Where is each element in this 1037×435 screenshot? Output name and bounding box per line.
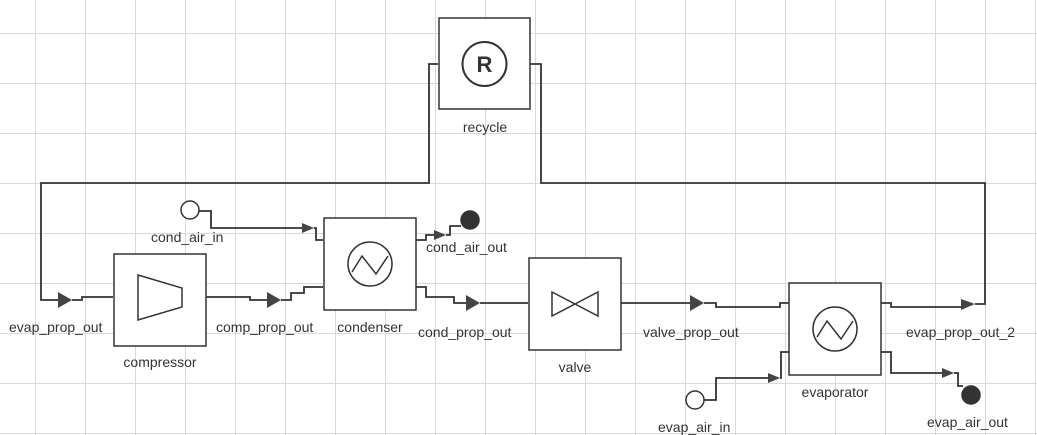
valve-to-evaporator-pipe[interactable] xyxy=(704,302,789,308)
recycle-symbol: R xyxy=(477,52,493,77)
valve-label: valve xyxy=(559,359,592,375)
cond-air-in-port[interactable] xyxy=(180,200,200,220)
evaporator-unit[interactable] xyxy=(788,282,882,376)
evaporator-label: evaporator xyxy=(802,384,869,400)
evap-air-in-pipe[interactable] xyxy=(704,377,768,401)
evap-air-out-arrow[interactable] xyxy=(942,368,954,378)
valve-prop-out-arrow[interactable] xyxy=(690,295,704,311)
evap-air-out-label: evap_air_out xyxy=(927,414,1008,430)
recycle-label: recycle xyxy=(463,119,508,135)
evap-air-in-arrow[interactable] xyxy=(768,373,780,383)
recycle-loop-left-pipe[interactable] xyxy=(40,63,438,301)
cond-air-out-arrow[interactable] xyxy=(434,230,446,240)
heat-exchanger-icon xyxy=(347,241,393,287)
evap-air-out-connector[interactable] xyxy=(954,372,963,387)
cond-prop-out-arrow[interactable] xyxy=(466,295,480,311)
evap-prop-out-2-pipe[interactable] xyxy=(881,302,961,308)
comp-to-condenser-pipe[interactable] xyxy=(281,286,323,301)
condenser-unit[interactable] xyxy=(323,217,417,311)
cond-air-out-label: cond_air_out xyxy=(426,239,507,255)
valve-prop-out-label: valve_prop_out xyxy=(643,324,739,340)
cond-air-out-pipe[interactable] xyxy=(416,234,434,241)
compressor-unit[interactable] xyxy=(113,253,207,347)
evap-air-in-port[interactable] xyxy=(685,390,705,410)
recycle-icon xyxy=(461,41,508,87)
evap-prop-out-arrow[interactable] xyxy=(58,292,72,308)
evap-prop-out-2-arrow[interactable] xyxy=(961,299,975,310)
compressor-label: compressor xyxy=(123,354,196,370)
evap-air-in-label: evap_air_in xyxy=(658,419,730,435)
cond-air-in-arrow[interactable] xyxy=(302,223,314,233)
recycle-loop-right-pipe[interactable] xyxy=(530,63,986,305)
evap-air-in-connector[interactable] xyxy=(780,351,789,379)
compressor-icon xyxy=(137,273,183,322)
recycle-unit[interactable]: R xyxy=(438,17,531,110)
cond-prop-out-label: cond_prop_out xyxy=(418,324,512,340)
evap-air-out-pipe[interactable] xyxy=(881,351,942,374)
heat-exchanger-icon xyxy=(812,306,858,352)
evap-prop-out-label: evap_prop_out xyxy=(9,319,103,335)
cond-air-in-pipe[interactable] xyxy=(199,210,302,229)
valve-icon xyxy=(551,290,599,318)
cond-air-out-connector[interactable] xyxy=(446,225,461,236)
valve-unit[interactable] xyxy=(528,257,622,351)
evap-air-out-port[interactable] xyxy=(961,385,981,405)
cond-air-out-port[interactable] xyxy=(460,210,480,230)
evap-prop-out-2-label: evap_prop_out_2 xyxy=(906,324,1015,340)
cond-air-in-label: cond_air_in xyxy=(151,229,223,245)
cond-prop-out-pipe[interactable] xyxy=(416,286,466,304)
comp-prop-out-label: comp_prop_out xyxy=(216,319,313,335)
comp-prop-out-arrow[interactable] xyxy=(267,292,281,308)
comp-prop-out-pipe[interactable] xyxy=(206,296,267,301)
evap-prop-out-pipe[interactable] xyxy=(72,296,113,301)
cond-air-in-connector[interactable] xyxy=(314,227,323,241)
condenser-label: condenser xyxy=(337,319,403,335)
